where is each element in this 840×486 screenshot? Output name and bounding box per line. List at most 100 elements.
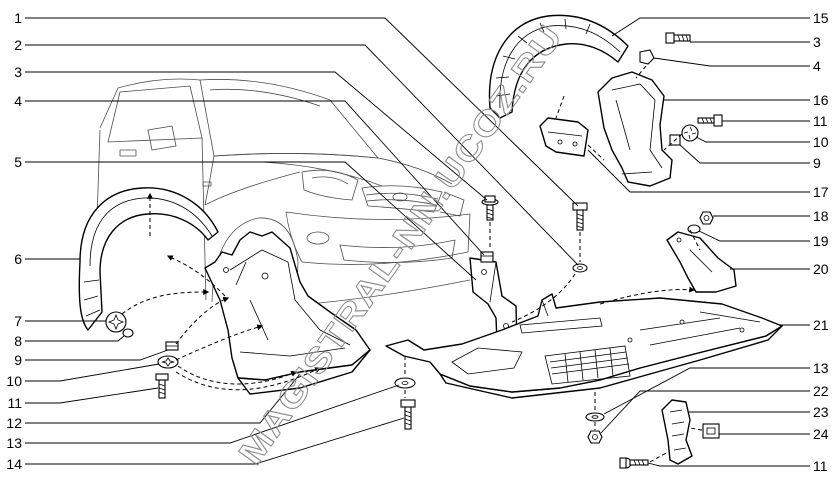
callout-right-label: 3 — [813, 34, 821, 50]
clip-4 — [480, 251, 494, 263]
splash-shield-body — [204, 231, 371, 381]
car-windshield-inner — [209, 88, 321, 107]
underbody-shield-vent-slat — [550, 357, 629, 369]
wheel-arch-liner-rear — [488, 14, 629, 119]
bolt-3-head — [484, 195, 496, 203]
bolt-11-right-head — [713, 114, 723, 127]
callouts-left: 1 2 3 4 5 6 7 8 9 10 11 12 13 14 — [6, 10, 22, 472]
callout-left-label: 8 — [14, 333, 22, 349]
wheel-arch-liner-rear-rib — [495, 18, 591, 97]
splash-shield-left — [204, 231, 371, 395]
splash-shield-ridge — [239, 347, 346, 357]
wheel-arch-liner-rear-rib — [499, 25, 621, 109]
leader-right-11b — [647, 462, 810, 467]
leader-right-17 — [587, 149, 810, 193]
callout-left-label: 10 — [6, 373, 22, 389]
clip-4-right — [639, 49, 655, 65]
nut-22-hole — [592, 434, 598, 440]
underbody-shield-body — [385, 293, 783, 393]
callout-right-label: 20 — [813, 261, 829, 277]
car-hood-edge — [213, 153, 453, 185]
bolt-11-thread — [158, 383, 166, 395]
assembly-line — [555, 95, 565, 119]
callout-left-label: 14 — [6, 456, 22, 472]
fender-liner-16 — [597, 71, 673, 187]
underbody-shield-ridge — [649, 327, 741, 346]
assembly-arrow — [166, 255, 226, 297]
car-roof-line — [99, 78, 201, 129]
nut-7 — [105, 311, 127, 333]
callout-left-label: 6 — [14, 251, 22, 267]
washer-13-right-hole — [591, 415, 599, 419]
car-fender-front — [204, 155, 215, 206]
callout-right-label: 21 — [813, 317, 829, 333]
callout-right-label: 11 — [813, 113, 828, 129]
assembly-line — [635, 65, 647, 79]
wheel-arch-liner-rib — [89, 197, 213, 267]
bracket-center-hole — [481, 269, 487, 275]
callout-right-label: 19 — [813, 233, 829, 249]
car-headlight-right — [439, 191, 465, 217]
bolt-1-head — [572, 202, 588, 211]
callout-left-label: 4 — [14, 93, 22, 109]
leader-left-8 — [25, 335, 125, 342]
car-headlight-inner — [311, 176, 349, 185]
splash-shield-lip — [237, 349, 371, 395]
callout-right-label: 13 — [813, 360, 829, 376]
leader-right-15 — [611, 17, 810, 37]
car-fog-light — [306, 231, 330, 245]
underbody-shield-upper-vent — [519, 317, 603, 334]
car-bumper — [285, 211, 471, 265]
bracket-17-hole — [557, 139, 563, 145]
callout-left-label: 11 — [7, 395, 22, 411]
car-door-handle — [119, 149, 137, 157]
bolt-3-right-thread — [677, 34, 689, 42]
washer-10 — [157, 355, 179, 369]
splash-shield-ridge — [235, 261, 247, 286]
clip-24-slot — [706, 427, 716, 435]
splash-shield-hole — [261, 272, 269, 280]
underbody-shield-hole — [627, 337, 633, 343]
leader-right-4 — [653, 57, 810, 67]
callout-left-label: 12 — [6, 415, 22, 431]
bracket-17-hole — [572, 141, 578, 147]
bolt-1-thread — [576, 213, 584, 229]
car-mirror — [147, 125, 177, 151]
underbody-shield-vent-slat — [551, 363, 630, 375]
fender-liner-body — [597, 71, 673, 187]
assembly-line — [649, 451, 669, 463]
wheel-arch-liner-left — [78, 187, 219, 331]
washer-13 — [394, 377, 416, 389]
leader-left-13 — [25, 384, 400, 444]
callout-left-label: 3 — [14, 64, 22, 80]
car-fender-line — [204, 171, 301, 206]
callout-right-label: 11 — [813, 458, 828, 474]
wheel-arch-liner-rib — [83, 279, 100, 283]
car-hood-crease — [261, 161, 383, 187]
fender-liner-ridge — [611, 83, 663, 169]
callout-right-label: 4 — [813, 58, 821, 74]
washer-13-hole — [401, 381, 409, 385]
underbody-shield-recess — [451, 347, 523, 375]
callout-left-label: 7 — [14, 313, 22, 329]
callout-right-label: 15 — [813, 10, 829, 26]
bolt-11-right-thread — [701, 117, 713, 124]
washer-2-hole — [577, 266, 583, 270]
bolt-3-thread — [486, 208, 494, 220]
nut-7-teeth — [107, 313, 125, 331]
leader-left-3 — [25, 71, 488, 201]
washer-19 — [687, 224, 701, 234]
nut-22 — [587, 430, 603, 444]
fasteners — [105, 32, 723, 469]
leader-left-9 — [25, 349, 169, 361]
underbody-shield-ridge — [639, 317, 721, 331]
washer-10-right-teeth — [683, 126, 697, 140]
underbody-shield-vent-slat — [564, 347, 614, 383]
bolt-3-shank — [486, 204, 494, 221]
callout-left-label: 5 — [14, 154, 22, 170]
part-23-body — [661, 399, 693, 465]
leader-left-5 — [25, 161, 477, 281]
leader-left-12 — [25, 373, 301, 424]
callout-right-label: 17 — [813, 184, 829, 200]
